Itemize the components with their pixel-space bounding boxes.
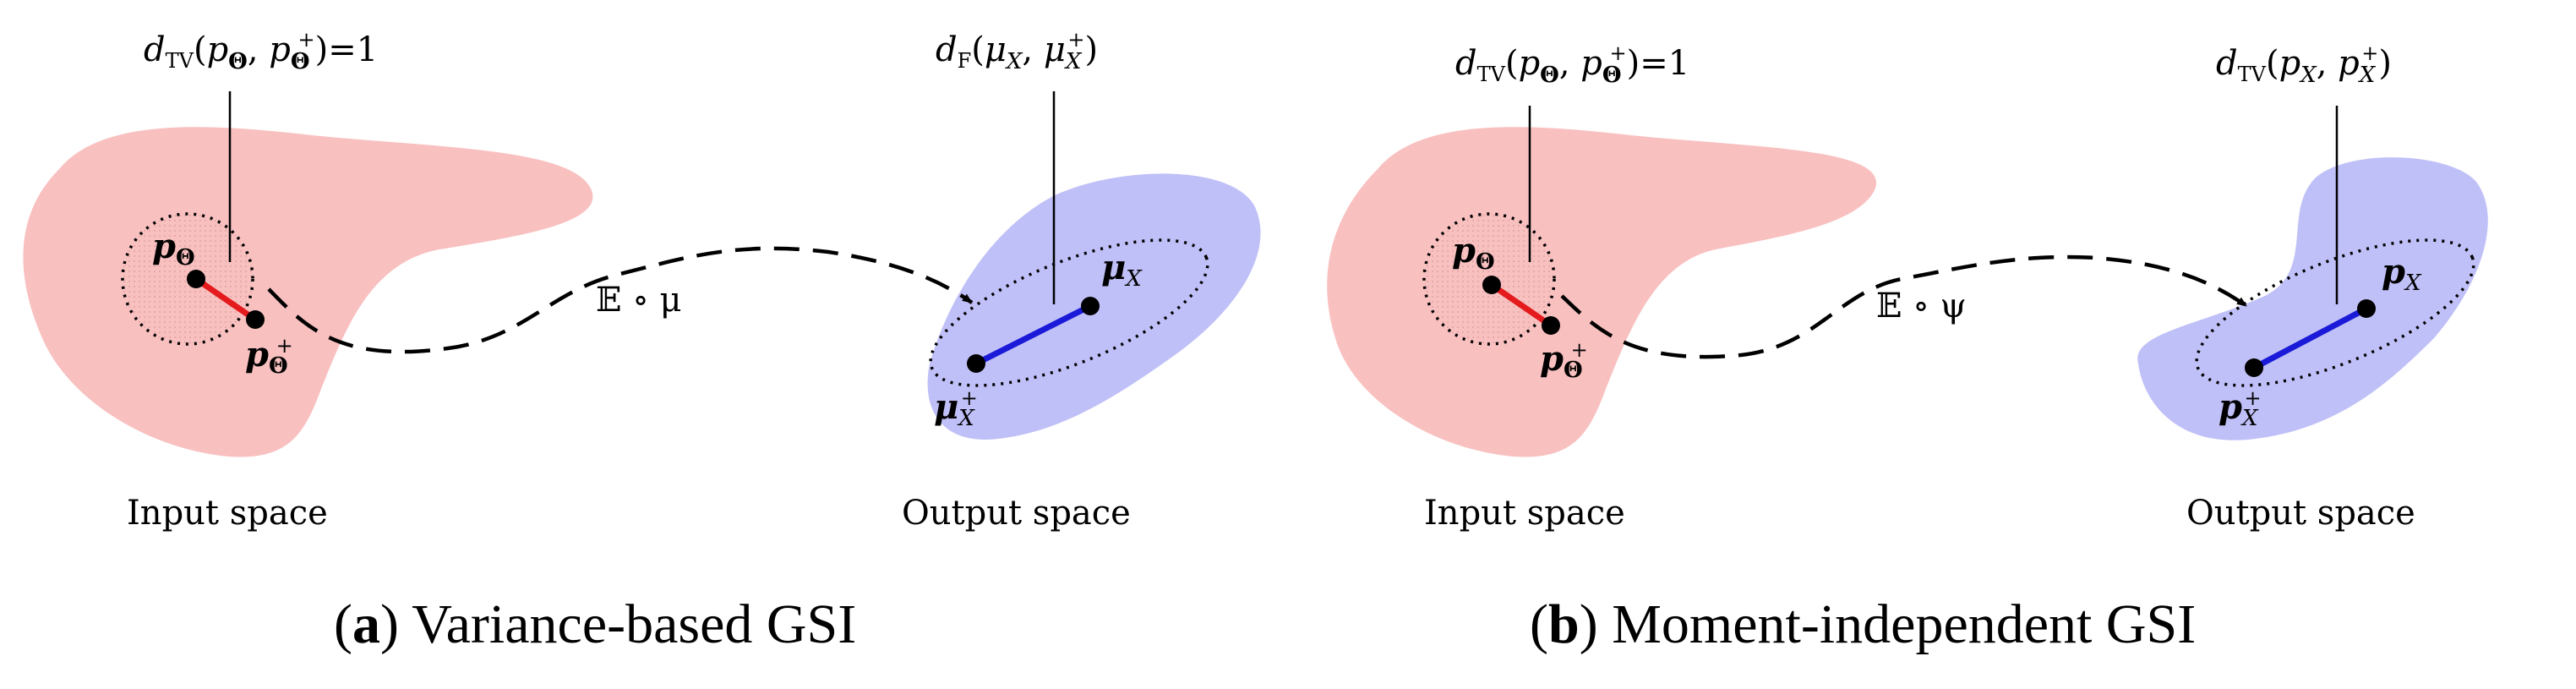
output-neighborhood-b <box>2195 238 2475 387</box>
point-p-theta-b <box>1482 276 1501 294</box>
input-distance-segment-b <box>1490 282 1553 328</box>
point-mu-x-plus-a <box>967 354 985 373</box>
mapping-arrow-a <box>267 246 974 354</box>
point-mu-x-a <box>1081 297 1100 315</box>
input-region-a <box>23 127 593 457</box>
map-label-a: 𝔼 ∘ μ <box>596 281 682 320</box>
caption-text-a: Variance-based GSI <box>412 593 856 655</box>
caption-text-b: Moment-independent GSI <box>1612 593 2196 655</box>
output-top-label-b: dTV(pX, pX+) <box>2216 41 2392 88</box>
caption-b: (b) Moment-independent GSI <box>1530 593 2196 655</box>
label-p-x-plus-b: pX+ <box>2219 386 2262 431</box>
label-p-theta-plus-b: pΘ+ <box>1540 338 1588 383</box>
label-mu-x-a: μX <box>1101 248 1143 292</box>
input-space-label-a: Input space <box>127 494 328 533</box>
caption-letter-b: b <box>1548 593 1580 655</box>
output-top-label-a: dF(μX, μX+) <box>936 28 1098 74</box>
caption-letter-a: a <box>352 593 380 655</box>
point-p-theta-plus-b <box>1542 316 1560 335</box>
panel-a: dTV(pΘ, pΘ+)=1 dF(μX, μX+) pΘ pΘ+ μX μX+… <box>23 28 1261 655</box>
output-distance-segment-a <box>974 303 1092 367</box>
point-p-theta-plus-a <box>246 310 265 329</box>
point-p-theta-a <box>187 270 205 288</box>
label-p-x-b: pX <box>2382 252 2422 296</box>
output-space-label-b: Output space <box>2186 494 2415 533</box>
panel-b: dTV(pΘ, pΘ+)=1 dTV(pX, pX+) pΘ pΘ+ pX pX… <box>1327 41 2488 655</box>
output-neighborhood-a <box>929 238 1209 387</box>
label-p-theta-a: pΘ <box>152 227 195 271</box>
point-p-x-b <box>2357 299 2376 318</box>
point-p-x-plus-b <box>2245 358 2263 377</box>
input-distance-segment-a <box>194 276 257 322</box>
map-label-b: 𝔼 ∘ ψ <box>1876 287 1967 325</box>
label-mu-x-plus-a: μX+ <box>934 386 978 431</box>
label-p-theta-b: pΘ <box>1452 231 1495 275</box>
output-region-b <box>2137 157 2488 440</box>
caption-a: (a) Variance-based GSI <box>334 593 856 655</box>
output-distance-segment-b <box>2252 305 2368 371</box>
label-p-theta-plus-a: pΘ+ <box>245 334 293 379</box>
output-space-label-a: Output space <box>902 494 1131 533</box>
input-top-label-a: dTV(pΘ, pΘ+)=1 <box>144 28 378 74</box>
input-space-label-b: Input space <box>1424 494 1625 533</box>
input-region-b <box>1327 127 1877 457</box>
input-top-label-b: dTV(pΘ, pΘ+)=1 <box>1455 41 1689 88</box>
